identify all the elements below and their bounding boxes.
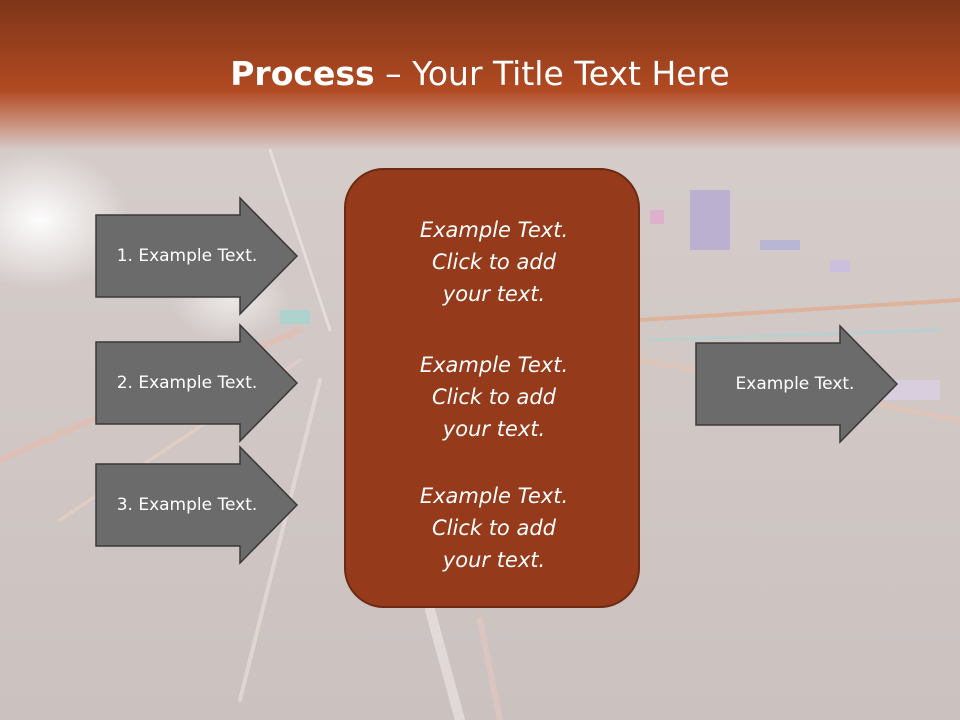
center-block-2-line-3: your text. (442, 417, 546, 441)
center-block-2-line-2: Click to add (431, 385, 556, 409)
left-arrow-2[interactable] (95, 323, 299, 443)
title-band (0, 0, 960, 150)
right-arrow-label: Example Text. (735, 374, 855, 394)
center-block-3: Example Text. Click to add your text. (346, 480, 642, 576)
center-block-3-line-2: Click to add (431, 516, 556, 540)
center-block-1-line-2: Click to add (431, 250, 556, 274)
left-arrow-3-label: 3. Example Text. (116, 495, 258, 515)
title-bold: Process (230, 54, 375, 93)
left-arrow-2-label: 2. Example Text. (116, 373, 258, 393)
center-text-box[interactable]: Example Text. Click to add your text. Ex… (344, 168, 640, 608)
center-block-3-line-1: Example Text. (419, 484, 569, 508)
center-block-1-line-1: Example Text. (419, 218, 569, 242)
center-block-1-line-3: your text. (442, 282, 546, 306)
title-rest: – Your Title Text Here (374, 54, 730, 93)
center-block-2-line-1: Example Text. (419, 353, 569, 377)
left-arrow-1-label: 1. Example Text. (116, 246, 258, 266)
right-arrow[interactable] (695, 324, 899, 444)
left-arrow-1[interactable] (95, 196, 299, 316)
center-block-2: Example Text. Click to add your text. (346, 349, 642, 445)
center-block-1: Example Text. Click to add your text. (346, 214, 642, 310)
left-arrow-3[interactable] (95, 445, 299, 565)
center-block-3-line-3: your text. (442, 548, 546, 572)
page-title[interactable]: Process – Your Title Text Here (0, 52, 960, 96)
